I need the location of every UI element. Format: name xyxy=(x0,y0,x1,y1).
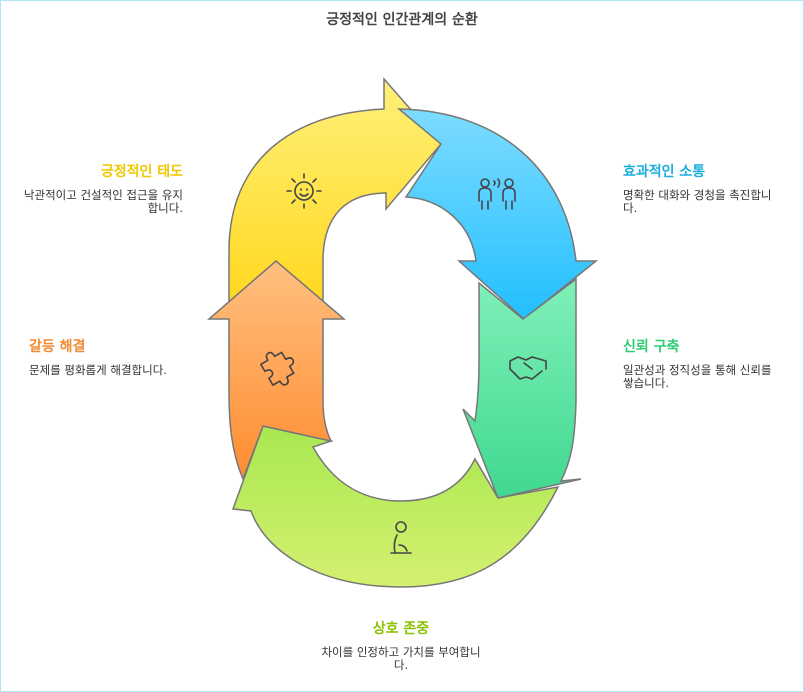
step-title: 갈등 해결 xyxy=(29,339,86,355)
people-talking-icon xyxy=(478,178,516,210)
puzzle-icon xyxy=(260,351,295,386)
step-title: 신뢰 구축 xyxy=(623,339,680,355)
handshake-icon xyxy=(509,356,547,380)
step-description: 명확한 대화와 경청을 촉진합니다. xyxy=(623,188,772,215)
step-title: 효과적인 소통 xyxy=(623,164,706,180)
step-description: 일관성과 정직성을 통해 신뢰를 쌓습니다. xyxy=(623,363,772,390)
step-effective-communication: 효과적인 소통 명확한 대화와 경청을 촉진합니다. xyxy=(623,164,783,215)
step-title: 상호 존중 xyxy=(372,621,430,637)
step-conflict-resolution: 갈등 해결 문제를 평화롭게 해결합니다. xyxy=(29,339,189,377)
segment-mutual-respect xyxy=(231,425,560,588)
segment-positive-attitude xyxy=(228,77,442,302)
step-mutual-respect: 상호 존중 차이를 인정하고 가치를 부여합니다. xyxy=(321,621,481,672)
sun-face-icon xyxy=(286,173,322,209)
step-description: 차이를 인정하고 가치를 부여합니다. xyxy=(321,645,481,672)
step-description: 문제를 평화롭게 해결합니다. xyxy=(29,363,167,377)
kneeling-person-icon xyxy=(390,521,412,554)
step-description: 낙관적이고 건설적인 접근을 유지합니다. xyxy=(23,188,183,215)
step-trust-building: 신뢰 구축 일관성과 정직성을 통해 신뢰를 쌓습니다. xyxy=(623,339,783,390)
diagram-title: 긍정적인 인간관계의 순환 xyxy=(326,12,478,28)
segment-trust-building xyxy=(462,277,582,499)
segment-conflict-resolution xyxy=(206,260,347,482)
segment-effective-communication xyxy=(396,108,599,320)
step-positive-attitude: 긍정적인 태도 낙관적이고 건설적인 접근을 유지합니다. xyxy=(23,164,183,215)
step-title: 긍정적인 태도 xyxy=(100,164,183,180)
